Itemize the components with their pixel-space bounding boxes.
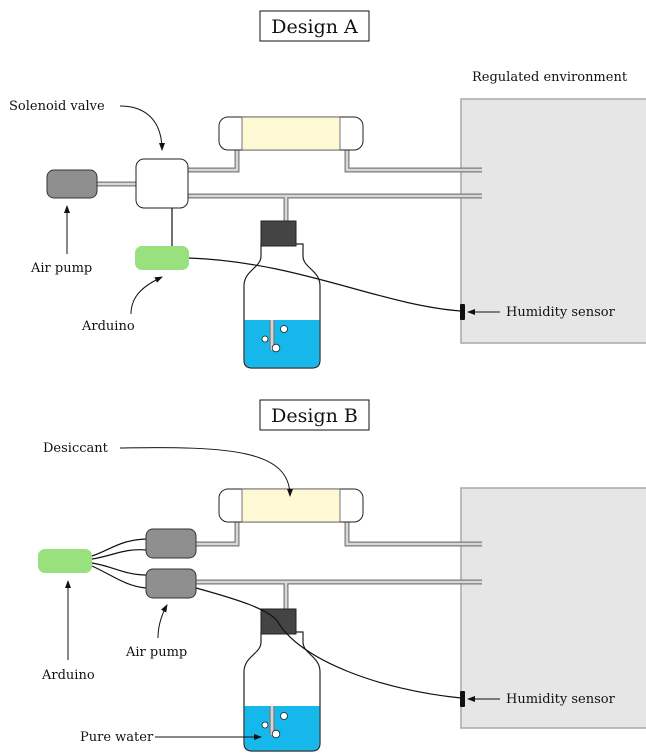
arduino-a	[135, 246, 189, 270]
bottle-cap-a	[260, 220, 297, 247]
desiccant-a	[241, 116, 341, 151]
design-a-title-box	[259, 10, 370, 42]
bubble	[280, 325, 288, 333]
air-pump-b-bottom	[145, 568, 197, 599]
arduino-wire-3	[91, 562, 147, 576]
arduino-wire-4	[91, 565, 147, 589]
design-a: Design A Regulated environment	[9, 10, 646, 369]
arduino-label-a: Arduino	[81, 319, 135, 334]
desiccant-label: Desiccant	[43, 441, 109, 456]
design-b-title: Design B	[271, 405, 358, 427]
water-b	[244, 706, 320, 751]
air-pump-label-a: Air pump	[30, 261, 92, 276]
air-pump-b-top	[145, 528, 197, 559]
desiccant-b	[241, 488, 341, 523]
solenoid-valve-label: Solenoid valve	[9, 99, 105, 114]
arduino-b	[38, 549, 92, 573]
humidity-sensor-a	[460, 304, 465, 320]
arduino-wire-2	[91, 549, 147, 560]
water-a	[244, 320, 320, 368]
design-b: Design B	[38, 399, 646, 752]
sensor-wire-b	[195, 587, 462, 699]
arduino-label-b: Arduino	[41, 668, 95, 683]
solenoid-valve-a	[135, 158, 189, 209]
bubble	[271, 729, 281, 739]
regulated-environment-label: Regulated environment	[472, 70, 628, 85]
air-pump-a	[46, 169, 98, 199]
bubble	[271, 343, 281, 353]
humidity-sensor-b	[460, 691, 465, 707]
design-a-title: Design A	[271, 16, 358, 38]
bubble	[280, 712, 288, 720]
sensor-wire-a	[188, 257, 462, 312]
humidity-sensor-label-b: Humidity sensor	[506, 692, 616, 707]
design-b-title-box	[259, 399, 370, 431]
pipes-b	[196, 517, 482, 735]
regulated-environment-b	[460, 487, 646, 729]
regulated-environment-a	[460, 98, 646, 344]
bubble	[261, 335, 269, 343]
arduino-wire-1	[91, 538, 147, 557]
air-pump-label-b: Air pump	[125, 645, 187, 660]
pure-water-label: Pure water	[80, 730, 154, 745]
humidity-sensor-label-a: Humidity sensor	[506, 305, 616, 320]
bubble	[261, 721, 269, 729]
